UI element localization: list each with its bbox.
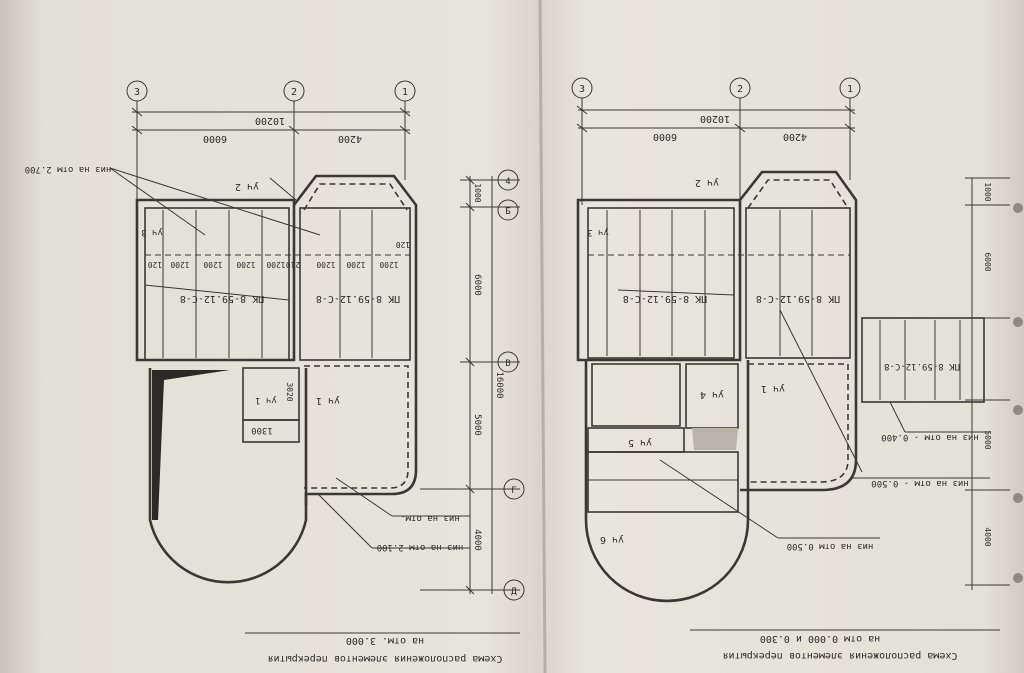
slab-label-right: ПК 8-59.12-С-8 [316,293,400,304]
r-uch-1-label: уч 1 [761,383,785,394]
width-6: 1200 [316,260,335,269]
dim-total: 10200 [255,115,285,126]
dim-v-5000: 5000 [472,414,482,436]
dim-3020: 3020 [285,382,294,401]
uch-1-small-label: уч 1 [255,395,277,405]
axis-right-4: Д [511,587,517,597]
r-dim-4200: 4200 [783,131,807,142]
dim-4200: 4200 [338,133,362,144]
right-page [540,0,1024,673]
width-1: 1200 [170,260,189,269]
r-uch-4-label: уч 4 [700,389,724,400]
axis-3: 3 [134,87,140,98]
r-note-2: низ на отм - 0.500 [871,478,969,488]
left-title: Схема расположения элементов перекрытия [268,653,503,664]
width-4: 1200 [266,260,285,269]
r-axis-2: 2 [737,84,743,95]
axis-right-0: 4 [505,177,510,187]
left-subtitle: на отм. 3.000 [346,635,424,646]
axis-right-3: Г [511,486,516,496]
dim-6000: 6000 [203,133,227,144]
right-subtitle: на отм 0.000 и 0.300 [760,633,880,644]
r-uch-5-label: уч 5 [628,437,652,448]
left-plan: 3 2 1 10200 6000 4200 [25,80,525,664]
width-7: 1200 [346,260,365,269]
binder-holes [1013,203,1023,583]
axis-1: 1 [402,87,408,98]
note-mid: низ на отм. [400,513,460,523]
r-dim-6000: 6000 [653,131,677,142]
r-dim-v-0: 1000 [983,182,992,201]
r-note-1: низ на отм - 0.400 [881,432,979,442]
width-3: 1200 [236,260,255,269]
r-axis-1: 1 [847,84,853,95]
r-uch-6-label: уч 6 [600,534,624,545]
r-note-3: низ на отм 0.500 [787,541,874,551]
r-dim-v-2: 5000 [983,430,992,449]
r-dim-v-3: 4000 [983,527,992,546]
uch-1-label: уч 1 [316,395,340,406]
axis-right-1: Б [505,207,510,217]
right-plan: 3 2 1 10200 6000 4200 [571,77,1010,661]
r-slab-label-right: ПК 8-59.12-С-8 [756,293,840,304]
r-panel-label: ПК 8-59.12-С-8 [884,361,960,371]
note-bottom: низ на отм 2.100 [377,542,464,552]
r-dim-v-1: 6000 [983,252,992,271]
width-9: 120 [396,240,411,249]
dim-v-1000: 1000 [473,183,482,202]
left-page [0,0,540,673]
r-uch-3-label: уч 3 [587,227,609,237]
uch-2-label: уч 2 [235,181,259,192]
r-axis-3: 3 [579,84,585,95]
axis-right-2: В [505,359,510,369]
wall-hatch [152,370,230,520]
width-0: 120 [148,260,163,269]
dim-v-4000: 4000 [472,529,482,551]
right-title: Схема расположения элементов перекрытия [723,650,958,661]
width-8: 1200 [379,260,398,269]
width-5: 210 [286,260,301,269]
dim-1300: 1300 [251,425,273,435]
dim-v-6000: 6000 [472,274,482,296]
page-fold [538,0,547,673]
r-uch-2-label: уч 2 [695,177,719,188]
r-slab-label-left: ПК 8-59.12-С-8 [623,293,707,304]
r-dim-total: 10200 [700,113,730,124]
dim-v-16000: 16000 [494,371,504,398]
axis-2: 2 [291,87,297,98]
width-2: 1200 [203,260,222,269]
slab-label-left: ПК 8-59.12-С-8 [180,293,264,304]
hatched-area [692,428,738,450]
note-top: низ на отм 2.700 [25,164,112,174]
uch-3-label: уч 3 [141,227,163,237]
